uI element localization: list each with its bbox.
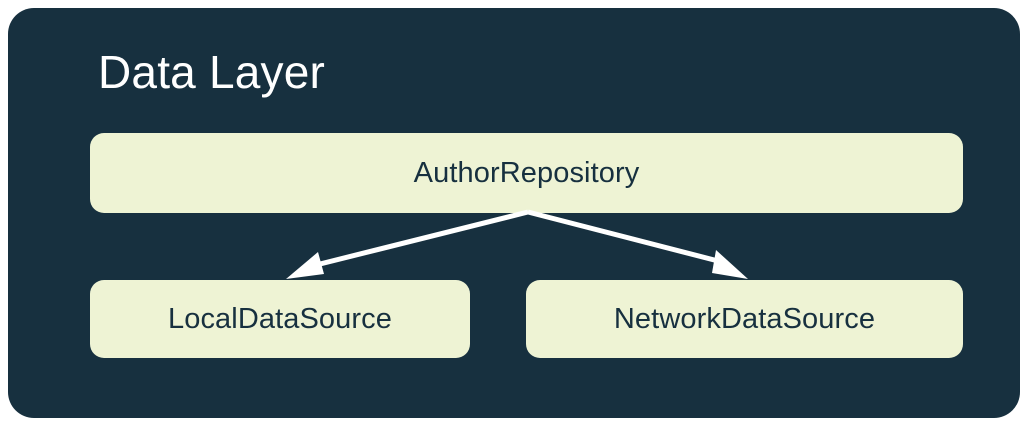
node-network-data-source[interactable]: NetworkDataSource (526, 280, 963, 358)
node-label-network-data-source: NetworkDataSource (613, 302, 876, 335)
node-label-local-data-source: LocalDataSource (168, 302, 392, 335)
node-label-author-repository: AuthorRepository (413, 156, 640, 189)
node-local-data-source[interactable]: LocalDataSource (90, 280, 470, 358)
node-author-repository[interactable]: AuthorRepository (90, 133, 963, 213)
page-title: Data Layer (98, 46, 326, 98)
